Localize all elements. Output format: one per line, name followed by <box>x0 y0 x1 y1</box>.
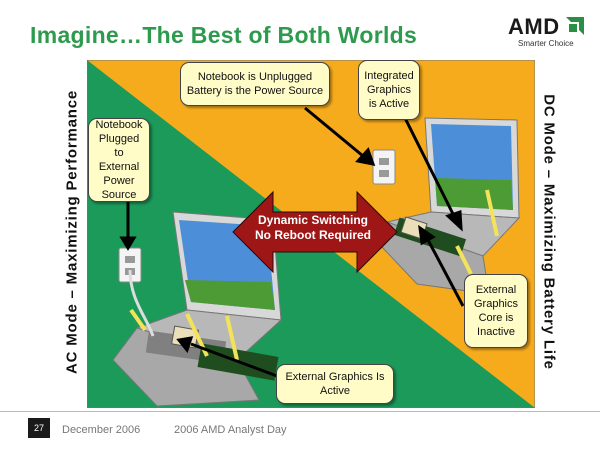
ac-wall-outlet-icon <box>118 247 155 337</box>
dc-mode-label: DC Mode – Maximizing Battery Life <box>540 94 558 370</box>
amd-logo-wordmark: AMD <box>508 14 560 39</box>
dynamic-switching-line1: Dynamic Switching <box>257 213 369 227</box>
callout-integrated-graphics: Integrated Graphics is Active <box>358 60 420 120</box>
page-number: 27 <box>28 418 50 438</box>
callout-notebook-unplugged: Notebook is Unplugged Battery is the Pow… <box>180 62 330 106</box>
dynamic-switching-label: Dynamic Switching No Reboot Required <box>243 213 383 243</box>
footer-date: December 2006 <box>62 424 141 436</box>
amd-arrow-icon <box>566 17 584 35</box>
callout-pointers <box>119 106 465 378</box>
footer-event: 2006 AMD Analyst Day <box>174 424 287 436</box>
callout-notebook-plugged: Notebook Plugged to External Power Sourc… <box>88 118 150 202</box>
slide-title: Imagine…The Best of Both Worlds <box>30 22 418 48</box>
dc-wall-outlet-icon <box>372 149 396 185</box>
mode-diagram <box>87 60 535 408</box>
footer-divider <box>0 411 600 412</box>
dc-laptop-illustration <box>380 117 521 295</box>
dynamic-switching-arrow-icon <box>232 190 398 274</box>
dynamic-switching-line2: No Reboot Required <box>255 228 371 242</box>
amd-logo: AMD Smarter Choice <box>508 14 586 54</box>
amd-tagline: Smarter Choice <box>518 39 574 48</box>
callout-external-graphics-active: External Graphics Is Active <box>276 364 394 404</box>
ac-mode-label: AC Mode – Maximizing Performance <box>63 90 81 374</box>
callout-external-graphics-inactive: External Graphics Core is Inactive <box>464 274 528 348</box>
